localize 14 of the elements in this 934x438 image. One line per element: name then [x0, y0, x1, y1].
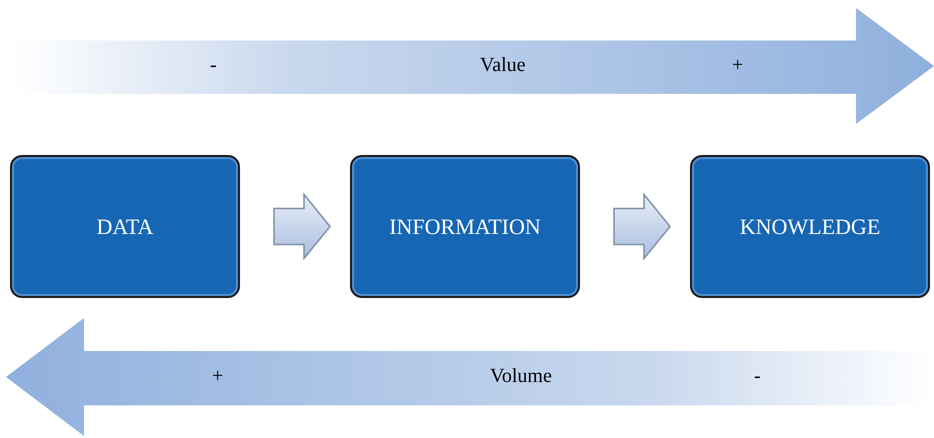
process-box [690, 155, 930, 298]
arrow-label: - [754, 366, 761, 386]
block-arrow [273, 192, 331, 261]
box-label: DATA [96, 213, 154, 241]
process-box [10, 155, 240, 298]
arrow-label: - [210, 55, 217, 75]
box-label: KNOWLEDGE [740, 213, 880, 241]
arrow-label: + [212, 366, 224, 386]
arrow-label: Value [480, 55, 526, 75]
box-label: INFORMATION [389, 213, 541, 241]
block-arrow [613, 192, 671, 261]
process-box [350, 155, 580, 298]
arrow-label: + [732, 55, 744, 75]
arrow-label: Volume [490, 366, 552, 386]
